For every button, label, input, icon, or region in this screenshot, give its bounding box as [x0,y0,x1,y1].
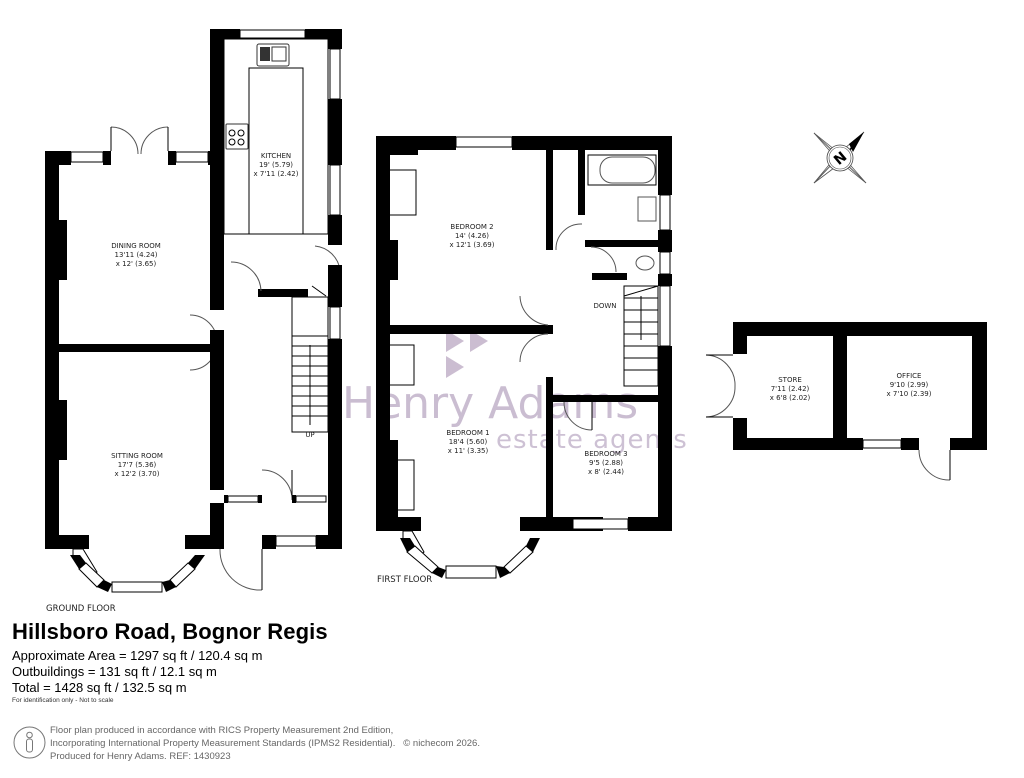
kitchen-dim1: 19' (5.79) [259,161,293,169]
dining-room-name: DINING ROOM [111,242,161,250]
compass-north-icon: N [813,131,867,184]
watermark-brand: Henry Adams [342,378,638,429]
bedroom-1-dim1: 18'4 (5.60) [449,438,488,446]
bedroom-2-dim1: 14' (4.26) [455,232,489,240]
office-room: OFFICE 9'10 (2.99) x 7'10 (2.39) [887,372,932,398]
stairs-up-label: UP [305,431,314,439]
bedroom-3-dim2: x 8' (2.44) [588,468,624,476]
ground-floor-plan: UP [45,29,342,593]
store-dim1: 7'11 (2.42) [771,385,810,393]
total-area: Total = 1428 sq ft / 132.5 sq m [12,680,187,695]
sitting-room: SITTING ROOM 17'7 (5.36) x 12'2 (3.70) [111,452,163,478]
first-floor-plan: DOWN [376,136,672,579]
property-title: Hillsboro Road, Bognor Regis [12,619,328,644]
bedroom-2-name: BEDROOM 2 [450,223,493,231]
store-dim2: x 6'8 (2.02) [770,394,811,402]
footer-line-3: Produced for Henry Adams. REF: 1430923 [50,751,231,762]
first-floor-label: FIRST FLOOR [377,575,432,585]
bedroom-3-name: BEDROOM 3 [584,450,627,458]
bedroom-1-name: BEDROOM 1 [446,429,489,437]
sitting-room-dim2: x 12'2 (3.70) [115,470,160,478]
dining-room-dim2: x 12' (3.65) [116,260,157,268]
kitchen-name: KITCHEN [261,152,291,160]
dining-room: DINING ROOM 13'11 (4.24) x 12' (3.65) [111,242,161,268]
bedroom-1-dim2: x 11' (3.35) [448,447,489,455]
person-info-icon [13,726,46,759]
scale-disclaimer: For identification only - Not to scale [12,697,114,704]
copyright: © nichecom 2026. [403,738,480,749]
kitchen-dim2: x 7'11 (2.42) [254,170,299,178]
bedroom-3-dim1: 9'5 (2.88) [589,459,623,467]
sitting-room-name: SITTING ROOM [111,452,163,460]
dining-room-dim1: 13'11 (4.24) [114,251,157,259]
outbuildings-plan [705,322,987,481]
henry-adams-watermark: Henry Adams estate agents [342,330,687,455]
office-name: OFFICE [897,372,922,380]
stairs-down-label: DOWN [593,302,616,310]
bedroom-3: BEDROOM 3 9'5 (2.88) x 8' (2.44) [584,450,627,476]
bedroom-1: BEDROOM 1 18'4 (5.60) x 11' (3.35) [446,429,489,455]
office-dim1: 9'10 (2.99) [890,381,929,389]
ground-floor-label: GROUND FLOOR [46,604,116,614]
kitchen: KITCHEN 19' (5.79) x 7'11 (2.42) [254,152,299,178]
bedroom-2-dim2: x 12'1 (3.69) [450,241,495,249]
bedroom-2: BEDROOM 2 14' (4.26) x 12'1 (3.69) [450,223,495,249]
footer-notice: Floor plan produced in accordance with R… [50,724,480,763]
store-room: STORE 7'11 (2.42) x 6'8 (2.02) [770,376,811,402]
store-name: STORE [778,376,802,384]
sitting-room-dim1: 17'7 (5.36) [118,461,157,469]
footer-line-2: Incorporating International Property Mea… [50,738,480,749]
office-dim2: x 7'10 (2.39) [887,390,932,398]
approximate-area: Approximate Area = 1297 sq ft / 120.4 sq… [12,648,263,663]
outbuildings-area: Outbuildings = 131 sq ft / 12.1 sq m [12,664,217,679]
footer-line-1: Floor plan produced in accordance with R… [50,725,394,736]
